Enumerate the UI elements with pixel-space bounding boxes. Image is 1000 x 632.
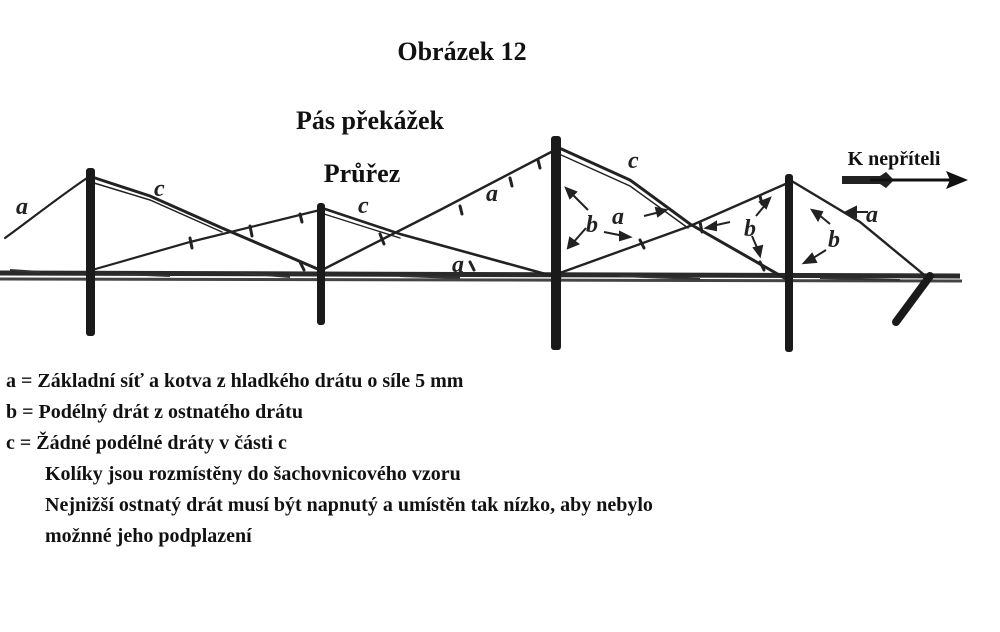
pointer-arrows — [564, 186, 868, 265]
post-1 — [86, 168, 95, 336]
svg-text:b: b — [586, 212, 598, 238]
wire-b-1 — [90, 208, 322, 272]
anchor-stake — [892, 272, 934, 326]
svg-text:c: c — [628, 148, 639, 174]
figure-number: Obrázek 12 — [397, 37, 526, 66]
svg-text:c: c — [154, 176, 165, 202]
post-2 — [317, 203, 325, 325]
ground-line — [0, 269, 963, 283]
legend: a = Základní síť a kotva z hladkého drát… — [6, 366, 653, 552]
wire-a-2 — [320, 148, 557, 272]
wire-c-2 — [320, 206, 562, 280]
wire-labels: a c c a a c b a b b a — [16, 148, 878, 278]
svg-text:b: b — [828, 227, 840, 253]
svg-text:a: a — [452, 252, 464, 278]
wire-a-right-anchor — [788, 178, 930, 280]
wire-c-3 — [555, 145, 790, 282]
note-lowest-wire: Nejnižší ostnatý drát musí být napnutý a… — [45, 494, 653, 516]
svg-text:a: a — [866, 202, 878, 228]
wire-b-3 — [555, 180, 792, 276]
posts — [86, 136, 934, 352]
enemy-direction-arrow — [842, 171, 968, 189]
note-lowest-wire-cont: možnné jeho podplazení — [45, 525, 252, 547]
note-posts: Kolíky jsou rozmístěny do šachovnicového… — [45, 463, 461, 485]
wire-c-1 — [90, 175, 322, 272]
post-4 — [785, 174, 793, 352]
svg-text:a: a — [486, 181, 498, 207]
direction-label: K nepříteli — [848, 148, 941, 170]
post-3 — [551, 136, 561, 350]
legend-item-b: b = Podélný drát z ostnatého drátu — [6, 401, 303, 423]
figure-title: Pás překážek — [296, 106, 445, 135]
legend-item-a: a = Základní síť a kotva z hladkého drát… — [6, 370, 464, 392]
svg-text:b: b — [744, 216, 756, 242]
svg-text:a: a — [612, 204, 624, 230]
svg-text:a: a — [16, 194, 28, 220]
legend-item-c: c = Žádné podélné dráty v části c — [6, 432, 287, 454]
figure-subtitle: Průřez — [324, 159, 401, 188]
svg-text:c: c — [358, 193, 369, 219]
wire-a-left-anchor — [3, 174, 92, 240]
